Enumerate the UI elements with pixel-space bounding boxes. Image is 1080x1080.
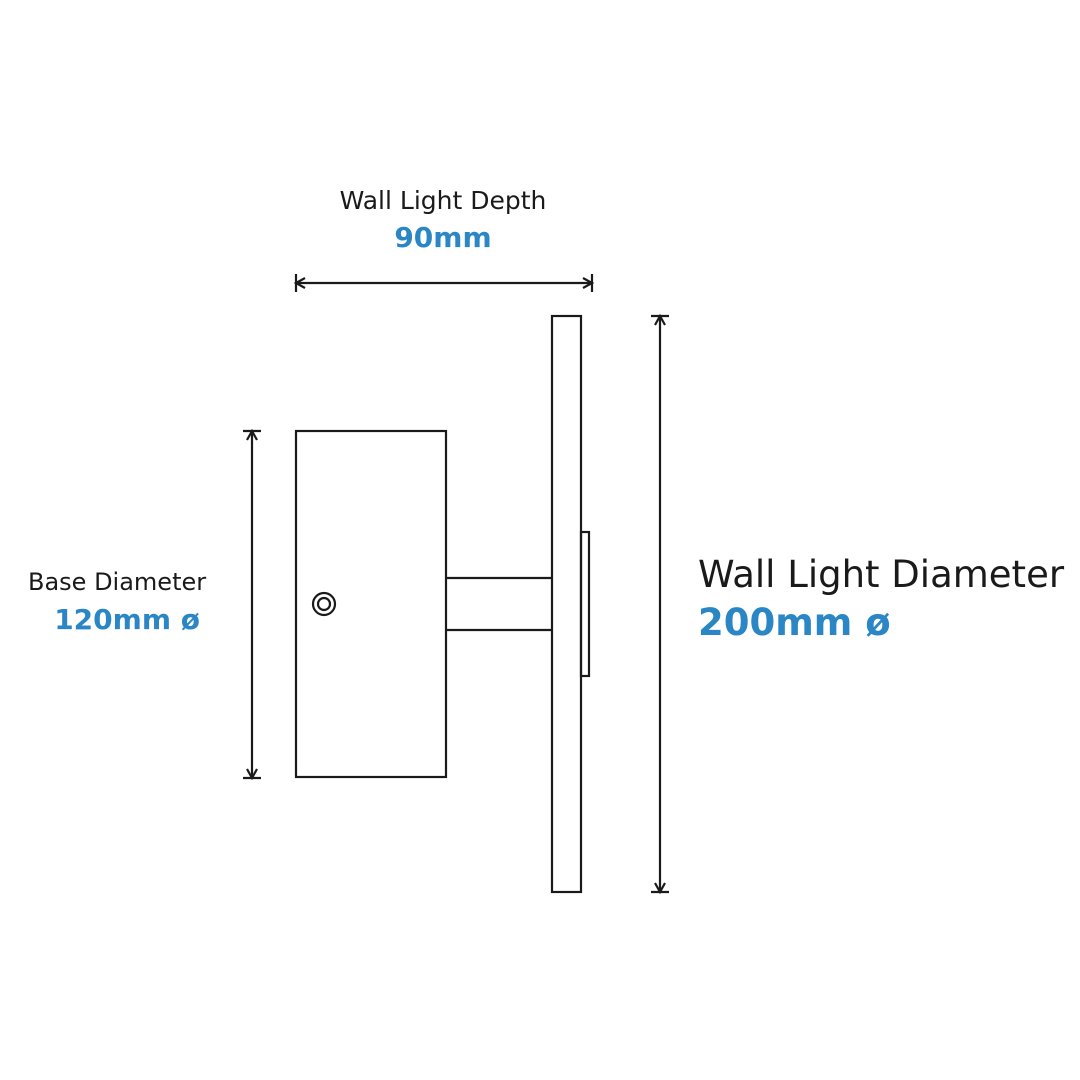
wall-light-diameter-dimension-line [651,313,669,895]
wall-light-diameter-label: Wall Light Diameter [698,553,1065,596]
depth-value: 90mm [394,221,492,254]
base-diameter-dimension-line [243,428,261,781]
base-diameter-label: Base Diameter [28,568,207,596]
screw-icon [311,591,337,617]
light-disc-plate [550,314,583,894]
light-base-body [294,429,448,779]
connecting-arm [446,576,552,632]
depth-dimension-line [293,274,595,292]
wall-light-diameter-value: 200mm ø [698,601,891,644]
base-diameter-value: 120mm ø [54,603,200,636]
depth-label: Wall Light Depth [339,186,547,215]
back-mount [579,530,591,678]
